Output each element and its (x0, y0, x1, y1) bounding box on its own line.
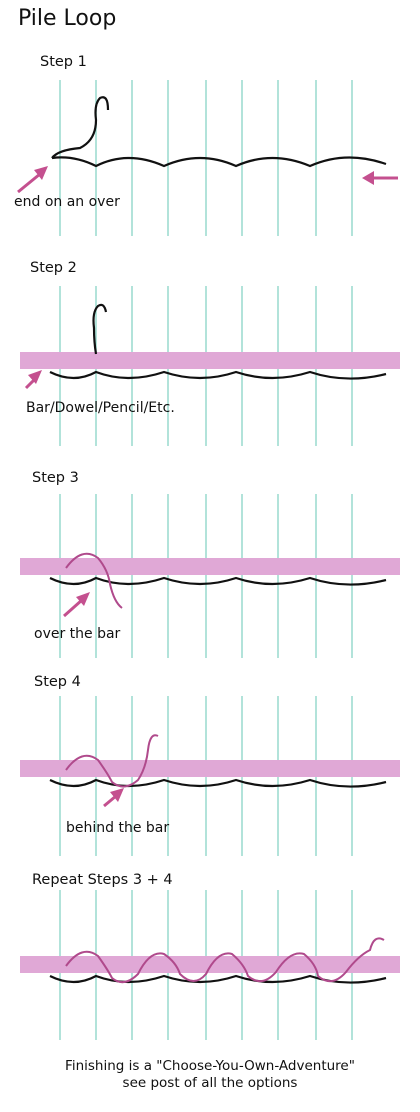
step-1-diagram (17, 80, 398, 236)
weft-thread (49, 370, 387, 380)
footer-note: Finishing is a "Choose-You-Own-Adventure… (0, 1058, 420, 1092)
weft-thread (49, 778, 387, 788)
step-4-diagram (20, 696, 400, 856)
step-3-panel: Step 3 over the bar (0, 460, 420, 670)
pile-loop-yarn (65, 734, 159, 788)
bar (20, 760, 400, 777)
step-2-label: Step 2 (30, 260, 77, 276)
footer-line-1: Finishing is a "Choose-You-Own-Adventure… (65, 1058, 355, 1074)
repeat-diagram (20, 890, 400, 1040)
step-1-panel: Step 1 end on an over (0, 0, 420, 250)
arrow-icon (24, 370, 42, 390)
bar (20, 558, 400, 575)
arrow-icon (103, 788, 124, 808)
weft-thread (51, 156, 387, 168)
weft-tail (92, 303, 108, 355)
step-4-annotation: behind the bar (66, 820, 170, 836)
step-3-annotation: over the bar (34, 626, 121, 642)
warp-threads (59, 494, 353, 658)
step-1-annotation: end on an over (14, 194, 120, 210)
arrow-icon (362, 171, 398, 185)
step-2-diagram (20, 286, 400, 446)
page-title: Pile Loop (18, 6, 117, 31)
step-4-panel: Step 4 behind the bar (0, 670, 420, 870)
repeat-panel: Repeat Steps 3 + 4 (0, 870, 420, 1050)
footer-line-2: see post of all the options (122, 1075, 298, 1091)
step-4-label: Step 4 (34, 674, 81, 690)
pile-loop-yarn (65, 937, 385, 984)
arrow-icon (17, 166, 48, 194)
arrow-icon (63, 592, 90, 618)
bar (20, 956, 400, 973)
weft-thread (49, 576, 387, 586)
repeat-label: Repeat Steps 3 + 4 (32, 872, 173, 888)
step-1-label: Step 1 (40, 54, 87, 70)
step-3-diagram (20, 494, 400, 658)
weft-thread (49, 974, 387, 984)
weft-tail (51, 96, 110, 159)
step-2-panel: Step 2 Bar/Dowel/Pencil/Etc. (0, 250, 420, 460)
step-3-label: Step 3 (32, 470, 79, 486)
pile-loop-yarn (65, 552, 123, 609)
bar (20, 352, 400, 369)
step-2-annotation: Bar/Dowel/Pencil/Etc. (26, 400, 175, 416)
